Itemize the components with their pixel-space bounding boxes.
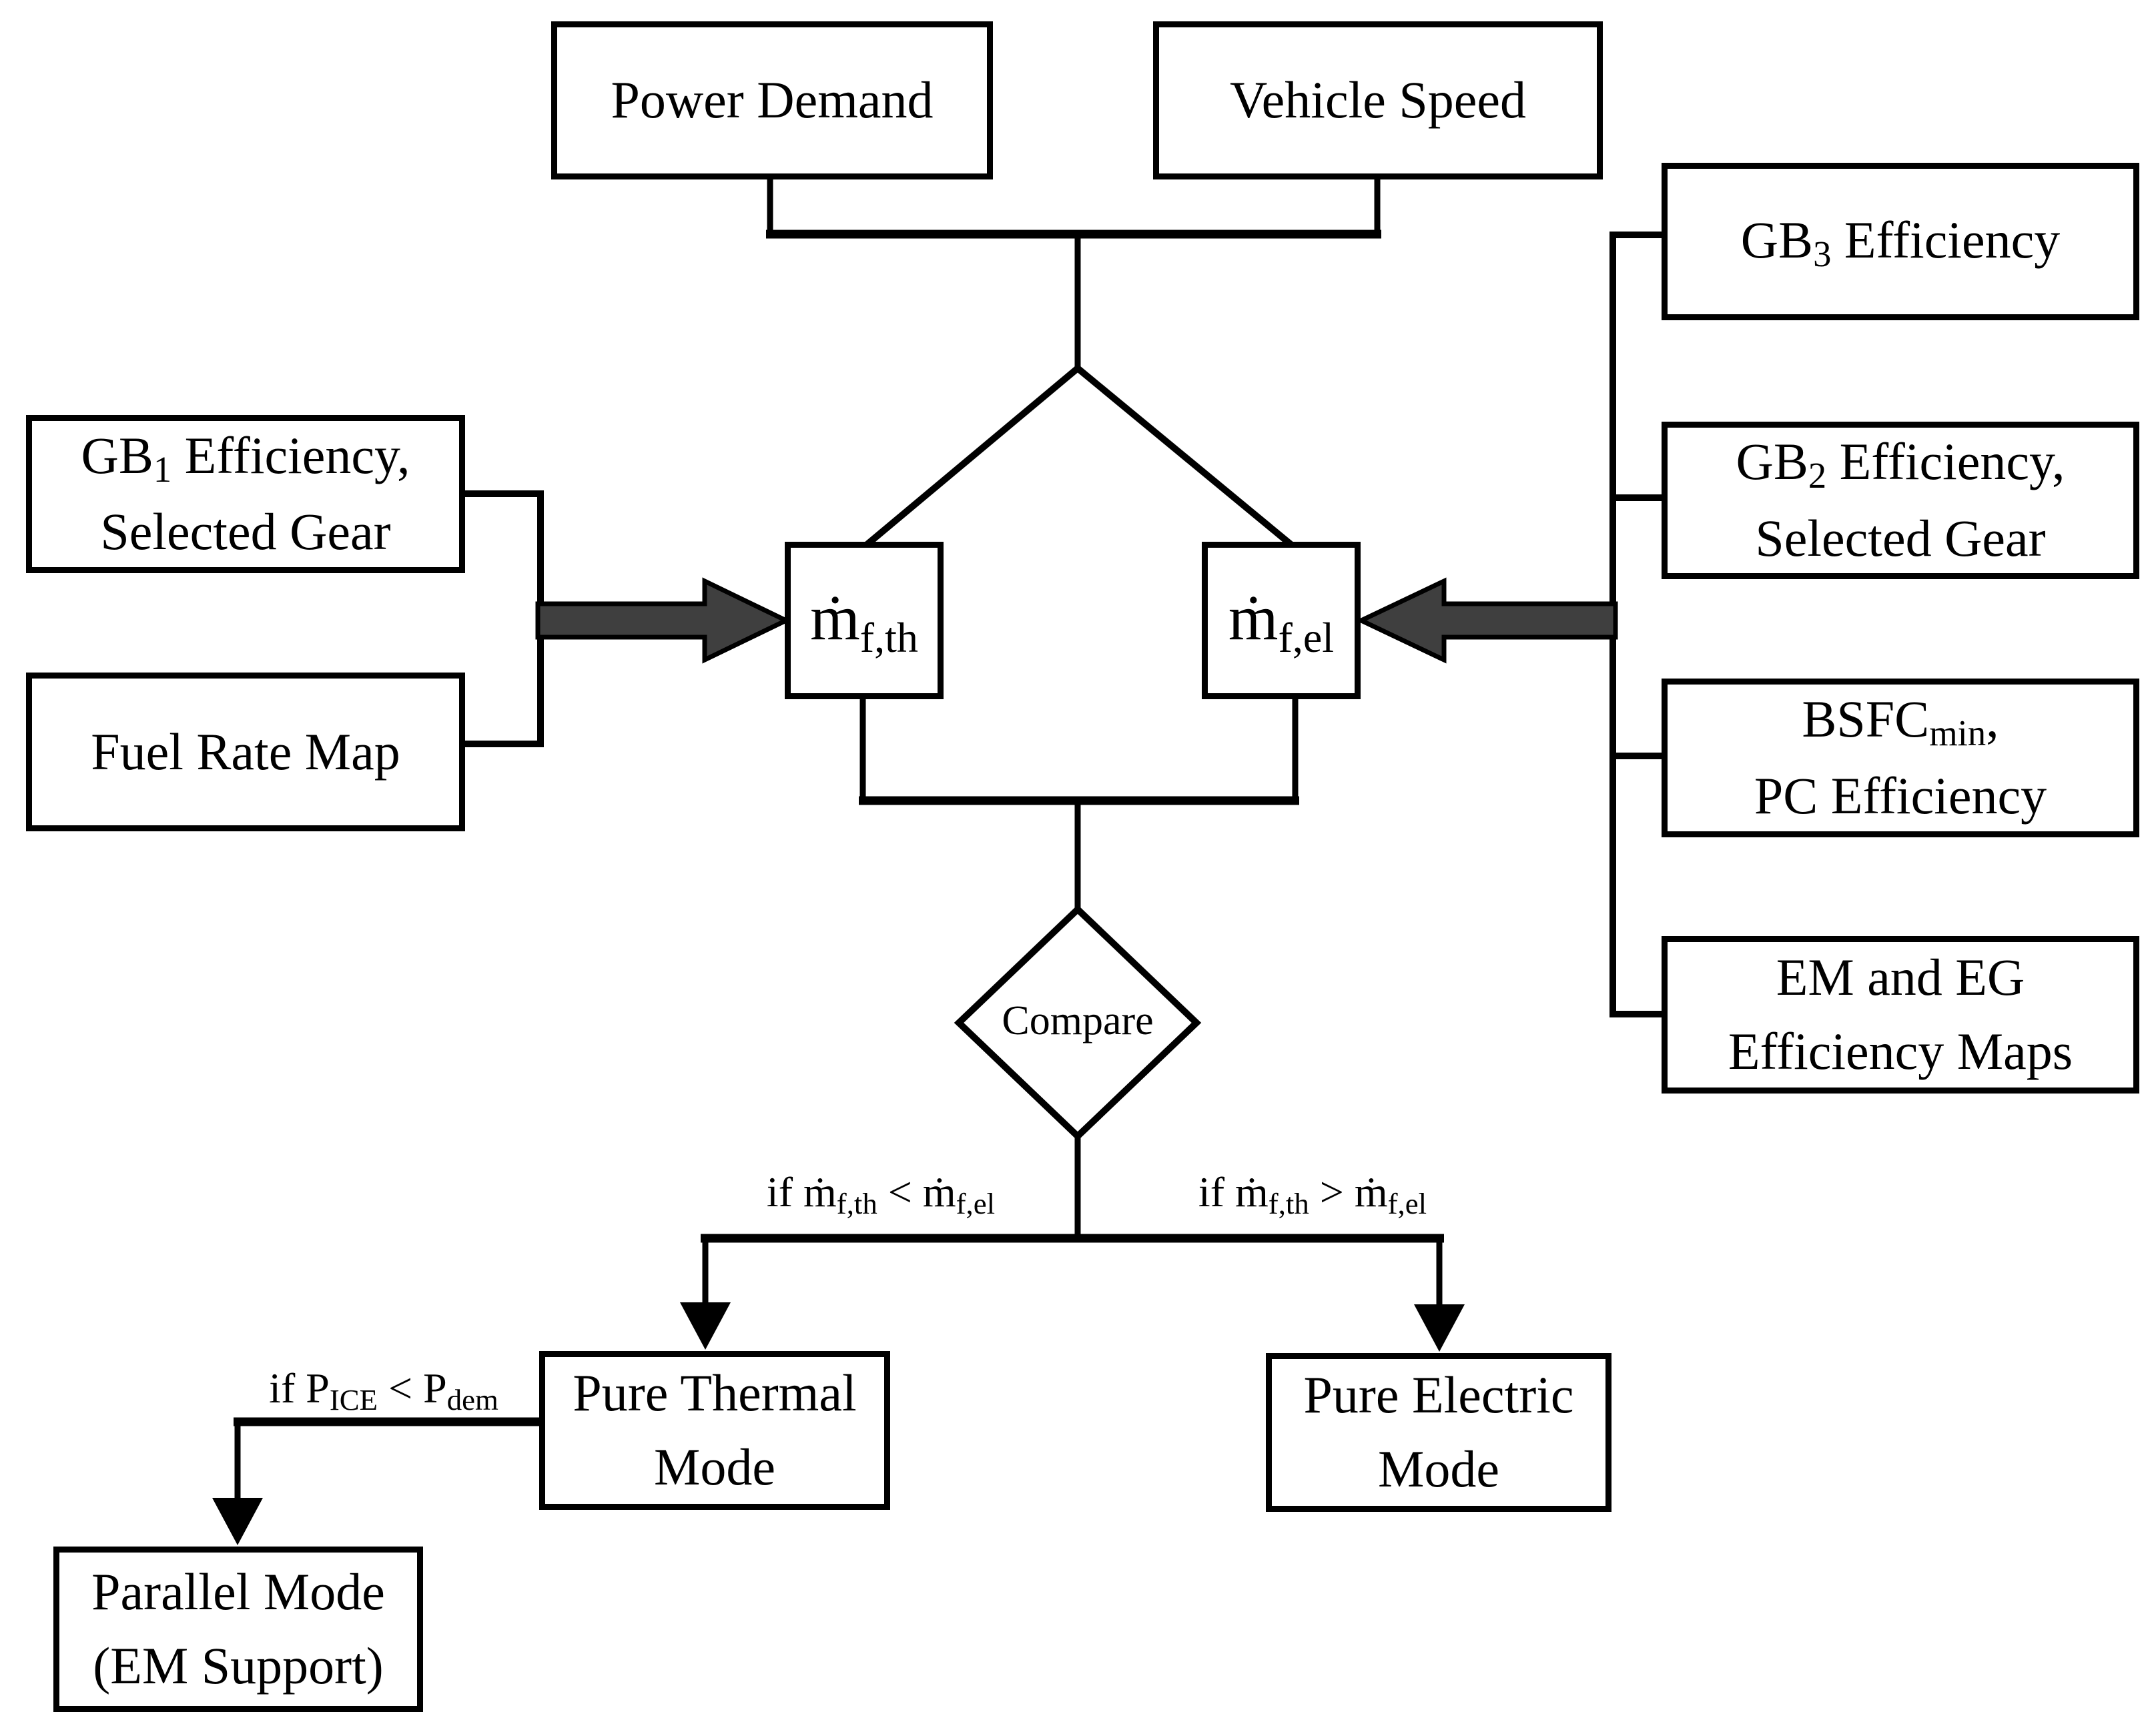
node-power-demand-label: Power Demand [611, 71, 934, 129]
node-gb3-efficiency: GB3 Efficiency [1662, 163, 2139, 320]
node-gb1-line2: Selected Gear [100, 502, 391, 561]
node-pure-thermal-mode: Pure Thermal Mode [539, 1351, 890, 1510]
node-em-eg-efficiency-maps: EM and EG Efficiency Maps [1662, 936, 2139, 1094]
arrow-down-electric-icon [1414, 1304, 1465, 1352]
node-gb2-efficiency: GB2 Efficiency, Selected Gear [1662, 422, 2139, 579]
node-vehicle-speed: Vehicle Speed [1153, 21, 1603, 179]
node-parallel-line1: Parallel Mode [91, 1563, 385, 1621]
node-emeg-line2: Efficiency Maps [1728, 1022, 2073, 1080]
node-gb3-label: GB3 Efficiency [1740, 210, 2061, 274]
arrow-down-thermal-icon [680, 1302, 731, 1350]
node-gb2-line1: GB2 Efficiency, [1736, 432, 2065, 496]
condition-parallel-label: if PICE < Pdem [269, 1364, 498, 1416]
node-bsfc-pc-efficiency: BSFCmin, PC Efficiency [1662, 679, 2139, 837]
node-pure-thermal-line1: Pure Thermal [573, 1364, 857, 1422]
node-fuel-rate-map: Fuel Rate Map [26, 673, 465, 831]
node-mdot-f-el-label: ṁf,el [1228, 581, 1335, 662]
condition-thermal-label: if ṁf,th < ṁf,el [766, 1168, 996, 1220]
node-pure-thermal-line2: Mode [654, 1438, 775, 1496]
node-mdot-f-th: ṁf,th [785, 542, 944, 699]
node-bsfc-line2: PC Efficiency [1754, 766, 2047, 825]
compare-label: Compare [1002, 998, 1154, 1043]
node-bsfc-line1: BSFCmin, [1802, 690, 1999, 754]
node-parallel-line2: (EM Support) [93, 1637, 384, 1695]
arrow-down-parallel-icon [212, 1498, 263, 1545]
node-parallel-mode: Parallel Mode (EM Support) [53, 1547, 423, 1712]
node-mdot-f-el: ṁf,el [1202, 542, 1361, 699]
node-gb2-line2: Selected Gear [1755, 508, 2046, 567]
node-fuel-rate-map-label: Fuel Rate Map [91, 722, 400, 781]
node-gb1-line1: GB1 Efficiency, [81, 426, 410, 490]
node-power-demand: Power Demand [551, 21, 993, 179]
node-emeg-line1: EM and EG [1776, 948, 2025, 1007]
node-pure-electric-line1: Pure Electric [1303, 1366, 1574, 1424]
node-vehicle-speed-label: Vehicle Speed [1229, 71, 1526, 129]
connector-split-to-mfel [1075, 366, 1295, 548]
node-pure-electric-mode: Pure Electric Mode [1266, 1353, 1611, 1512]
connector-split-to-mfth [863, 366, 1080, 548]
condition-electric-label: if ṁf,th > ṁf,el [1198, 1168, 1427, 1220]
block-arrow-right-icon [535, 577, 792, 664]
node-mdot-f-th-label: ṁf,th [810, 581, 918, 662]
node-gb1-efficiency: GB1 Efficiency, Selected Gear [26, 415, 465, 573]
block-arrow-left-icon [1355, 577, 1618, 664]
node-pure-electric-line2: Mode [1378, 1440, 1499, 1498]
